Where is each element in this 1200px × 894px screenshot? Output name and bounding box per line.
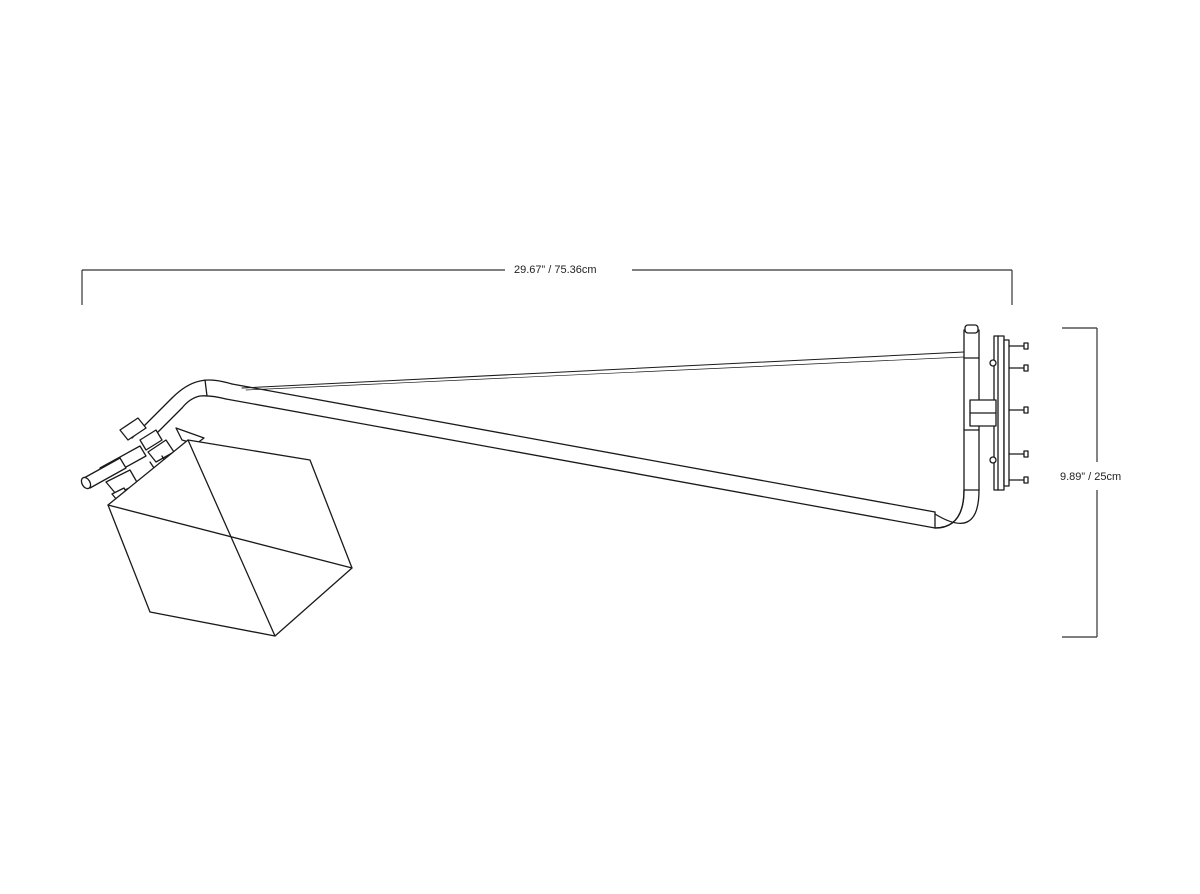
width-dimension-label: 29.67” / 75.36cm xyxy=(508,263,603,277)
lamp xyxy=(80,324,1029,637)
vertical-post xyxy=(963,324,997,491)
arm-lower-bend xyxy=(934,489,980,529)
arm-upper-bend xyxy=(131,379,233,441)
height-dimension-label: 9.89” / 25cm xyxy=(1056,468,1126,486)
width-dimension xyxy=(81,269,1013,305)
height-dimension xyxy=(1062,327,1098,638)
arm-main-tube xyxy=(225,383,936,529)
tension-wire xyxy=(241,351,965,389)
lampshade xyxy=(107,439,353,637)
joint-assembly xyxy=(80,417,205,507)
